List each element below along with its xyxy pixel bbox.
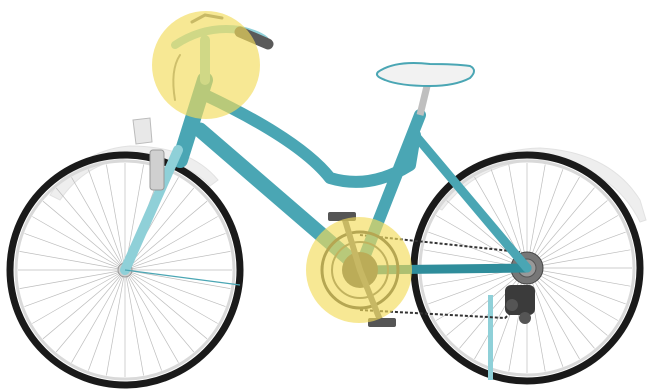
saddle: [377, 63, 474, 86]
kickstand: [488, 295, 493, 380]
front-reflector: [133, 118, 152, 144]
handlebar-highlight: [152, 11, 260, 119]
rear-derailleur: [505, 285, 535, 324]
crankset-highlight: [306, 217, 412, 323]
front-brake: [150, 150, 164, 190]
